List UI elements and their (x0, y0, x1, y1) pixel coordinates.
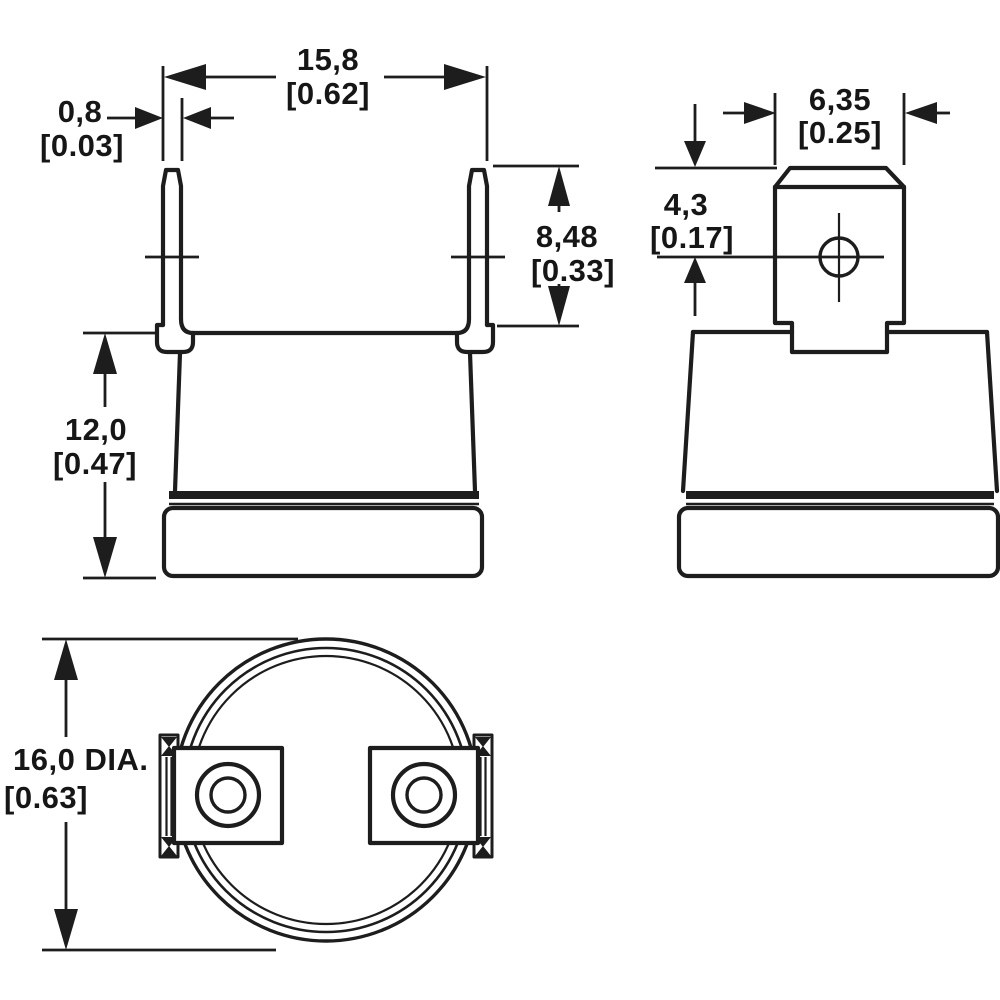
tab-left-side (772, 184, 795, 355)
right-pin-foot-inner (454, 316, 472, 336)
arrowhead-up (684, 257, 706, 283)
arrowhead-down (54, 909, 78, 950)
side-body-right-side (984, 329, 1000, 494)
extension-lines (42, 637, 298, 952)
bottom-view (158, 637, 494, 943)
right-pin-foot (454, 322, 496, 355)
arrowhead-left (135, 107, 163, 129)
arrowhead-up (548, 166, 570, 206)
arrowhead-up (54, 639, 78, 680)
dim-tab-width: 6,35 [0.25] (723, 82, 950, 165)
front-body-left-side (172, 350, 183, 494)
arrowhead-down (548, 286, 570, 326)
arrowhead-left (164, 64, 206, 90)
dim-pin-length-mm: 8,48 (536, 219, 598, 254)
left-rivet-inner (209, 776, 247, 814)
dim-body-height-inch: [0.47] (53, 446, 137, 481)
dim-hole-offset-inch: [0.17] (650, 220, 734, 255)
right-pin-outline (466, 167, 490, 328)
left-tab-top-crimp (161, 737, 177, 747)
extension-lines (773, 93, 906, 165)
side-view (676, 165, 1000, 579)
right-rivet-outer (390, 761, 458, 829)
right-rivet-inner (405, 776, 443, 814)
left-tab-fold-lines (165, 757, 173, 836)
right-tab-fold-lines (479, 757, 487, 836)
dim-body-diameter-inch: [0.63] (4, 780, 88, 815)
side-flange (676, 505, 1000, 579)
dim-body-height-mm: 12,0 (65, 412, 127, 447)
dim-pin-spacing-mm: 15,8 (297, 42, 359, 77)
left-rivet-outer (194, 761, 262, 829)
arrowhead-left (744, 102, 776, 124)
dim-hole-offset-mm: 4,3 (664, 187, 709, 222)
dim-pin-length-inch: [0.33] (531, 253, 615, 288)
extension-lines (493, 164, 579, 328)
left-tab-bottom-crimp2 (161, 846, 177, 856)
arrowhead-right (444, 64, 486, 90)
arrowhead-right (905, 102, 937, 124)
front-view (145, 167, 505, 579)
front-body-right-side (467, 350, 478, 494)
dim-body-diameter-mm: 16,0 DIA. (13, 742, 148, 777)
right-tab-bottom-crimp2 (475, 846, 491, 856)
front-flange (161, 505, 485, 579)
dim-tab-width-mm: 6,35 (809, 82, 871, 117)
dim-pin-thickness-mm: 0,8 (58, 94, 103, 129)
left-pin-foot-inner (178, 316, 196, 336)
side-body-left-side (680, 329, 696, 494)
left-pin-outline (160, 167, 184, 328)
dim-tab-width-inch: [0.25] (798, 115, 882, 150)
dim-pin-spacing: 15,8 [0.62] (161, 42, 489, 161)
arrowhead-up (93, 333, 117, 374)
dim-hole-offset: 4,3 [0.17] (650, 104, 884, 316)
dim-body-diameter: 16,0 DIA. [0.63] (4, 637, 298, 952)
tab-top-face (772, 165, 907, 190)
left-pin-foot (154, 322, 196, 355)
dim-body-height: 12,0 [0.47] (53, 331, 156, 580)
dim-pin-spacing-inch: [0.62] (286, 76, 370, 111)
dim-pin-thickness: 0,8 [0.03] (40, 94, 234, 163)
tab-right-side (884, 184, 907, 355)
arrowhead-right (183, 107, 211, 129)
extension-lines (161, 66, 489, 161)
arrowhead-down (684, 141, 706, 167)
right-tab-top-crimp (475, 737, 491, 747)
dim-pin-thickness-inch: [0.03] (40, 128, 124, 163)
dim-pin-length: 8,48 [0.33] (493, 164, 615, 328)
extension-lines (83, 331, 156, 580)
arrowhead-down (93, 537, 117, 578)
